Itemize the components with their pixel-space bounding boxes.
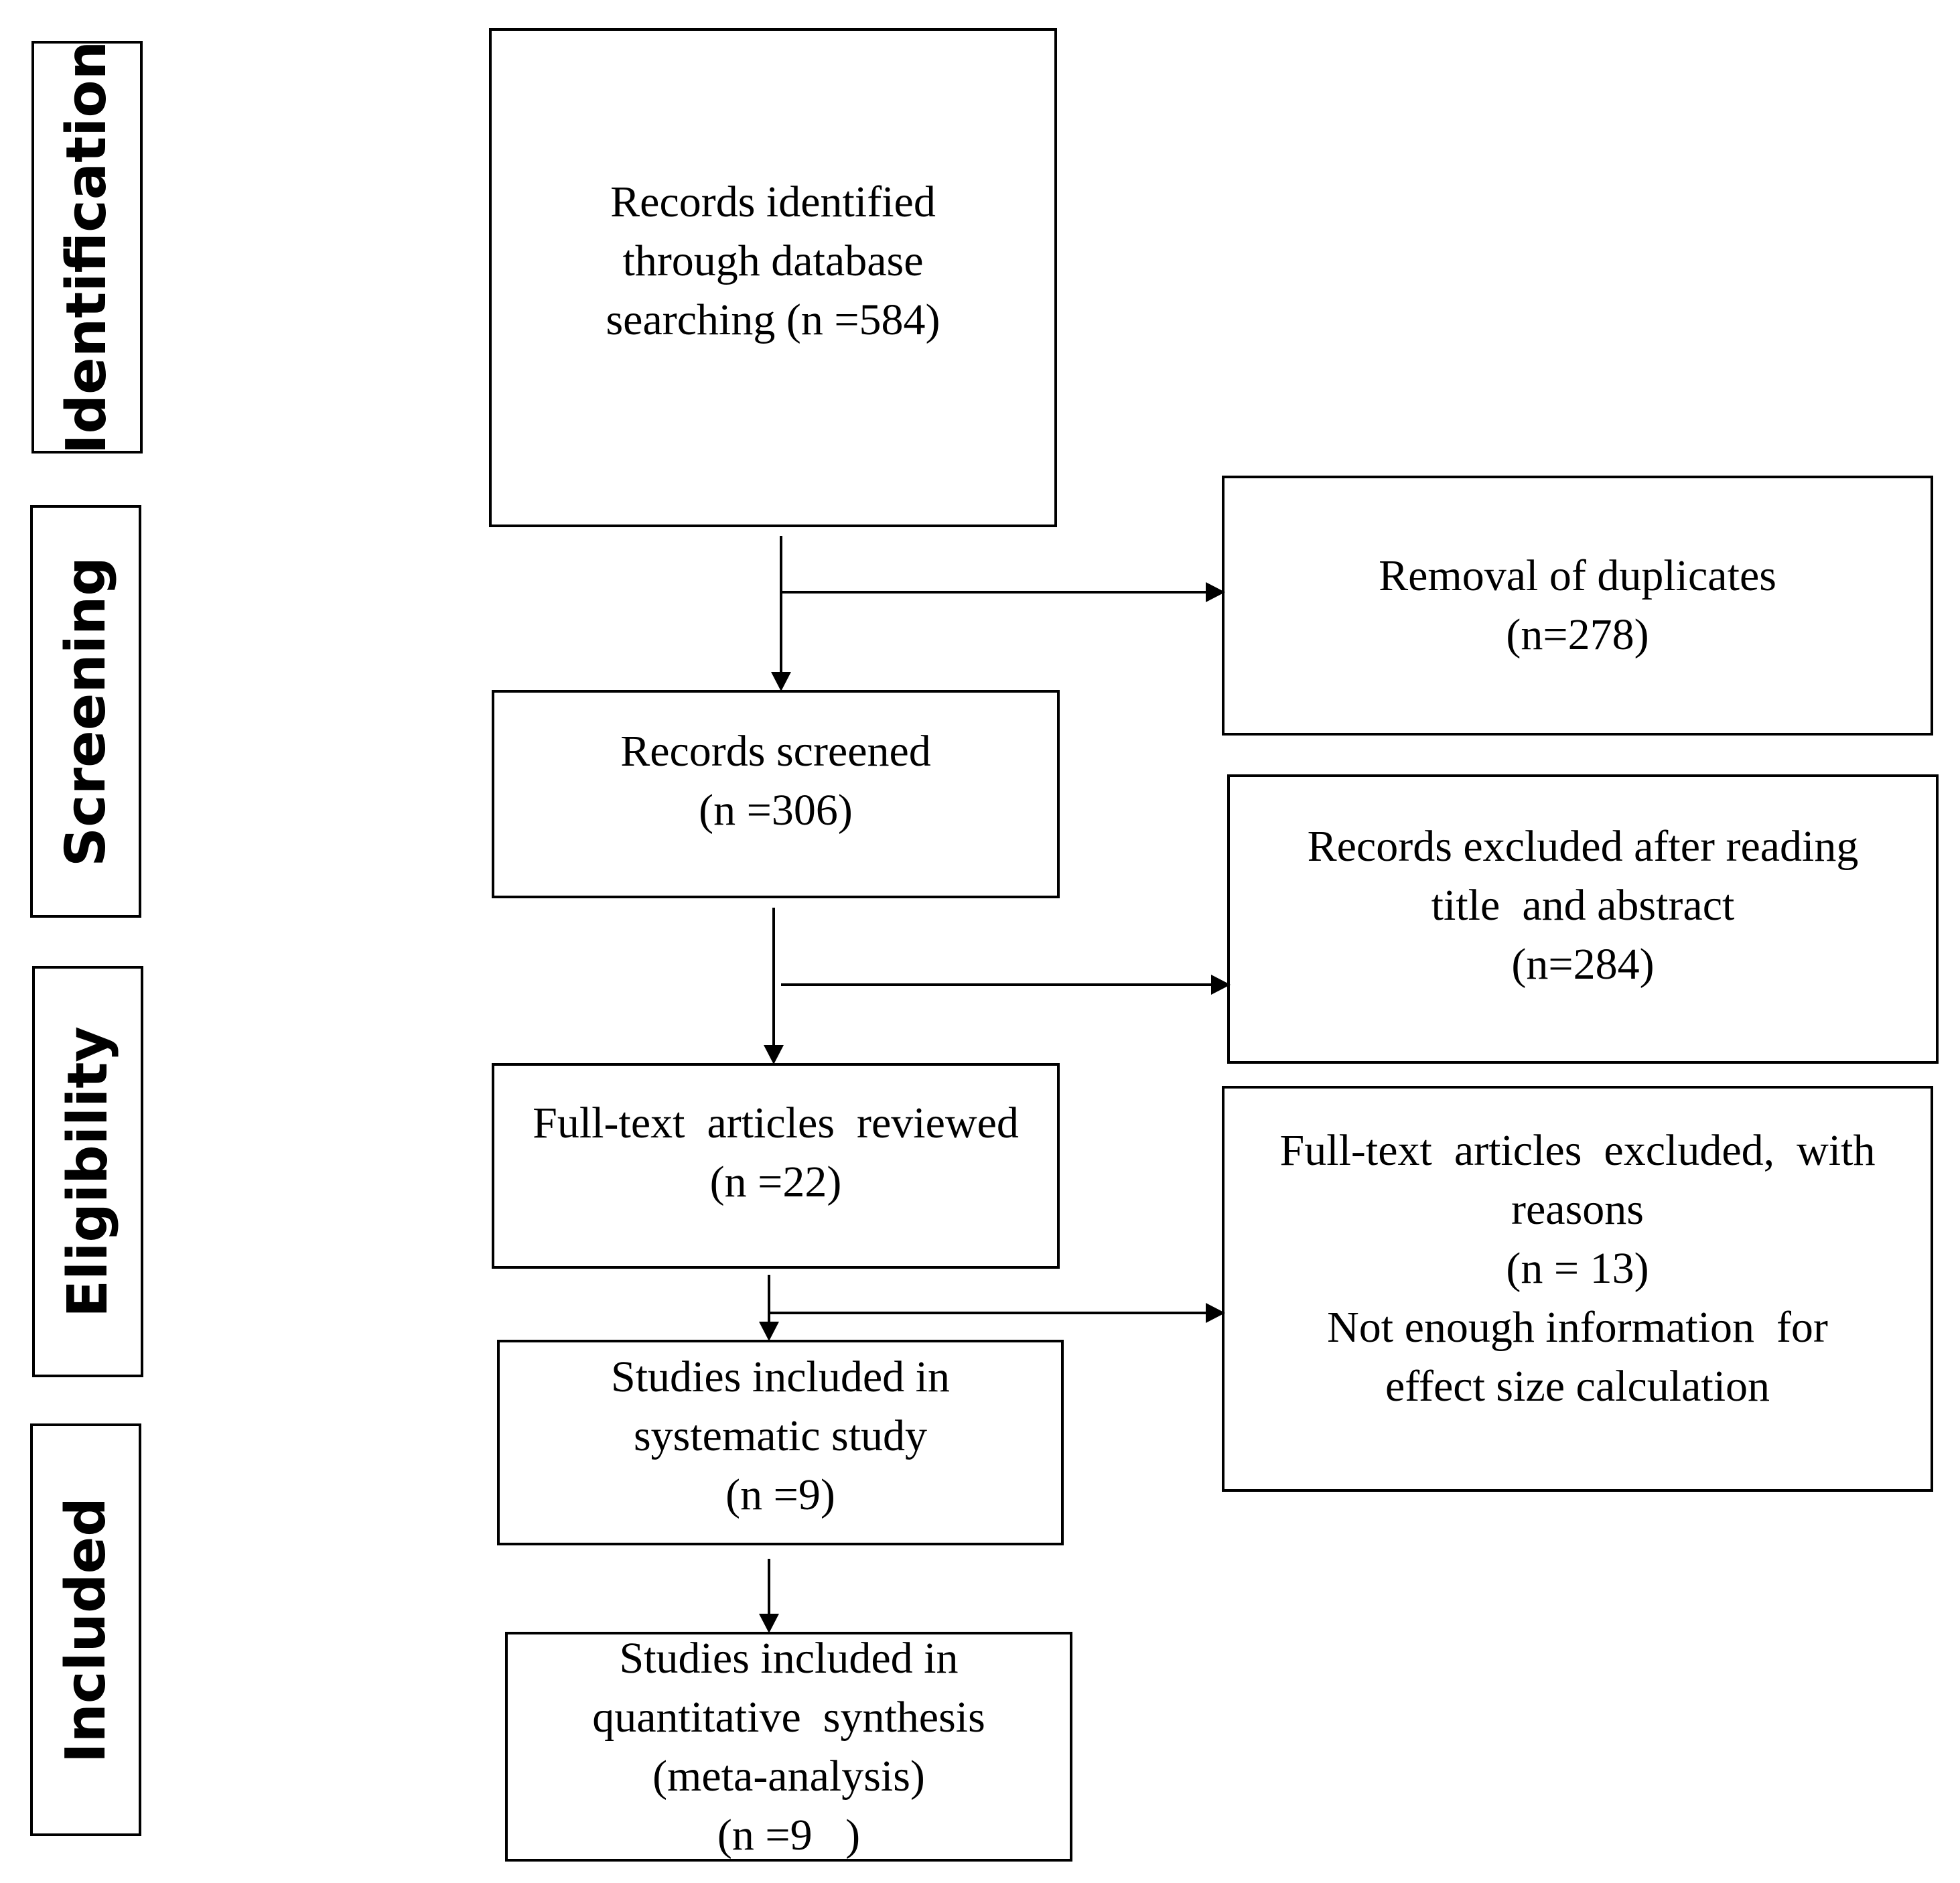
box-text-line: (n = 13)	[1506, 1244, 1649, 1293]
arrowhead-fulltext-reviewed	[764, 1045, 784, 1064]
stage-frame-identification	[31, 41, 143, 454]
stage-identification: Identification	[33, 40, 141, 454]
box-text-line: Full-text articles excluded, with	[1279, 1126, 1876, 1175]
box-text-line: (n=284)	[1511, 940, 1655, 989]
box-text-line: Records screened	[620, 726, 931, 776]
box-text-line: Studies included in	[619, 1633, 959, 1683]
stage-label-eligibility: Eligibility	[56, 1026, 120, 1318]
arrowhead-screened	[771, 672, 791, 691]
box-records-screened: Records screened (n =306)	[493, 691, 1058, 897]
box-text-line: title and abstract	[1431, 881, 1735, 930]
stage-label-screening: Screening	[54, 556, 118, 867]
box-frame-screened	[492, 690, 1060, 898]
box-text-line: effect size calculation	[1385, 1362, 1770, 1411]
box-frame-systematic	[497, 1340, 1064, 1545]
box-text-line: Removal of duplicates	[1379, 551, 1776, 600]
arrowhead-fulltext-excluded	[1206, 1303, 1225, 1323]
box-frame-excluded-title-abstract	[1227, 774, 1939, 1064]
box-fulltext-excluded: Full-text articles excluded, with reason…	[1223, 1087, 1932, 1490]
box-frame-duplicates	[1222, 476, 1933, 736]
box-studies-systematic: Studies included in systematic study (n …	[498, 1341, 1062, 1544]
stage-label-identification: Identification	[55, 40, 119, 454]
box-text-line: Records identified	[610, 177, 936, 226]
stage-frame-screening	[30, 505, 141, 918]
arrowhead-duplicates	[1206, 582, 1225, 602]
box-frame-fulltext-excluded	[1222, 1086, 1933, 1492]
stage-frame-included	[30, 1423, 141, 1836]
box-removal-of-duplicates: Removal of duplicates (n=278)	[1223, 477, 1932, 734]
box-text-line: reasons	[1511, 1185, 1644, 1234]
box-text-line: (n =9 )	[717, 1810, 861, 1860]
box-text-line: Records excluded after reading	[1307, 822, 1859, 871]
arrowhead-systematic	[759, 1322, 779, 1341]
box-frame-meta	[505, 1632, 1072, 1862]
box-text-line: through database	[622, 236, 924, 285]
box-text-line: systematic study	[633, 1411, 928, 1460]
box-frame-identified	[489, 28, 1057, 527]
arrowhead-meta	[759, 1614, 779, 1633]
stage-frame-eligibility	[32, 966, 143, 1377]
box-text-line: Full-text articles reviewed	[533, 1098, 1019, 1147]
stage-screening: Screening	[31, 506, 140, 916]
box-records-excluded-title-abstract: Records excluded after reading title and…	[1229, 776, 1937, 1062]
box-records-identified: Records identified through database sear…	[490, 29, 1056, 526]
box-text-line: (n =22)	[709, 1157, 842, 1206]
box-text-line: (meta-analysis)	[652, 1751, 925, 1801]
box-text-line: searching (n =584)	[606, 295, 940, 344]
box-text-line: quantitative synthesis	[592, 1692, 985, 1742]
box-text-line: Studies included in	[611, 1352, 950, 1401]
box-frame-fulltext-reviewed	[492, 1063, 1060, 1269]
arrowhead-excluded-title-abstract	[1211, 975, 1231, 995]
stage-label-included: Included	[54, 1496, 118, 1763]
stage-eligibility: Eligibility	[33, 967, 142, 1376]
box-text-line: (n=278)	[1506, 610, 1649, 659]
box-fulltext-reviewed: Full-text articles reviewed (n =22)	[493, 1064, 1058, 1267]
stage-included: Included	[31, 1425, 140, 1835]
box-text-line: (n =306)	[699, 785, 853, 835]
box-studies-meta-analysis: Studies included in quantitative synthes…	[506, 1633, 1071, 1860]
box-text-line: (n =9)	[725, 1470, 835, 1519]
box-text-line: Not enough information for	[1327, 1303, 1828, 1352]
